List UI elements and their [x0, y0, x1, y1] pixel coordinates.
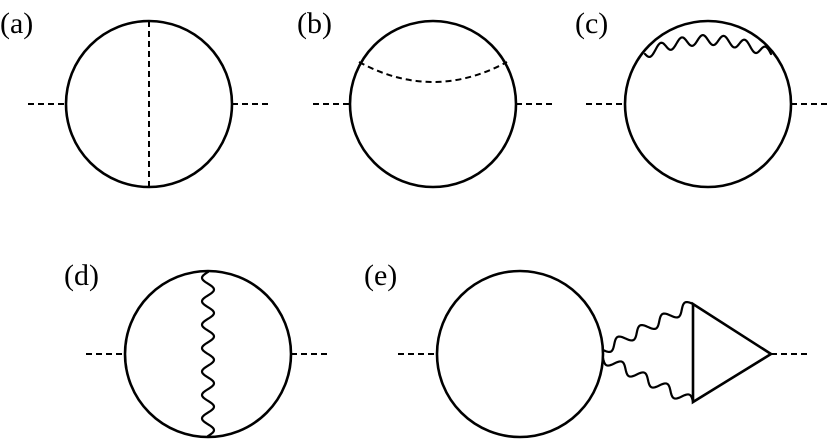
panel-label-b: (b) — [297, 7, 332, 40]
internal-wavy-line-d — [200, 270, 216, 438]
diagram-b: (b) — [297, 7, 553, 189]
diagram-d: (d) — [64, 259, 329, 439]
panel-label-a: (a) — [0, 7, 33, 40]
panel-label-d: (d) — [64, 259, 99, 292]
internal-wavy-line-c — [643, 34, 773, 59]
loop-circle-b — [348, 19, 518, 189]
loop-circle-e — [435, 269, 605, 439]
diagram-e: (e) — [364, 259, 810, 439]
diagram-a: (a) — [0, 7, 270, 189]
fermion-triangle-e — [691, 301, 774, 405]
internal-dashed-arc-b — [358, 61, 508, 83]
diagram-c: (c) — [575, 7, 829, 189]
panel-label-c: (c) — [575, 7, 608, 40]
wavy-line-lower-e — [601, 356, 695, 404]
panel-label-e: (e) — [364, 259, 397, 292]
wavy-line-upper-e — [601, 300, 695, 354]
